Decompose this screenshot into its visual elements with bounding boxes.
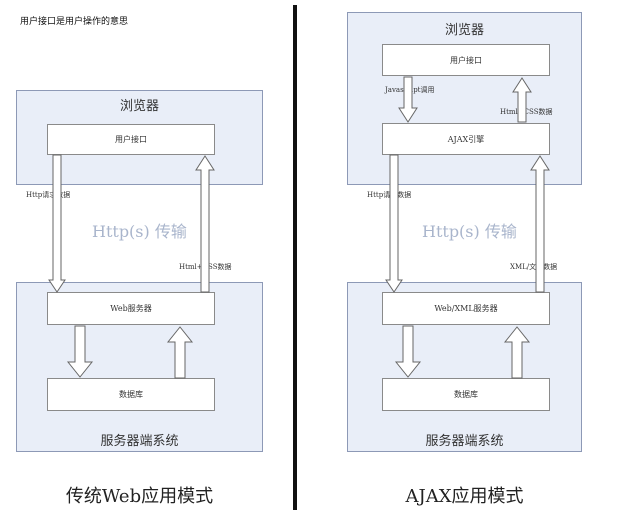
left-transport-label: Http(s) 传输 [92,222,187,241]
right-html-css-arrow [512,77,532,123]
right-database-box: 数据库 [382,378,550,411]
left-web-server-box: Web服务器 [47,292,215,325]
right-request-arrow [385,154,403,293]
right-xml-arrow [530,155,550,293]
right-ajax-engine-box: AJAX引擎 [382,123,550,155]
right-user-interface-box: 用户接口 [382,44,550,76]
right-transport-label: Http(s) 传输 [422,222,517,241]
left-request-arrow [48,154,66,293]
right-xml-label: XML/文本数据 [510,263,558,271]
left-server-system-title: 服务器端系统 [100,434,179,449]
left-browser-title: 浏览器 [119,99,159,114]
left-database-box: 数据库 [47,378,215,411]
left-response-arrow [195,155,215,293]
left-user-interface-box: 用户接口 [47,124,215,155]
right-db-to-server-arrow [503,326,531,379]
left-request-label: Http请求数据 [26,191,71,199]
left-db-to-server-arrow [166,326,194,379]
right-web-xml-server-box: Web/XML服务器 [382,292,550,325]
center-divider [293,5,297,510]
right-request-label: Http请求数据 [367,191,412,199]
left-server-to-db-arrow [66,325,94,378]
left-caption: 传统Web应用模式 [65,486,214,507]
right-server-to-db-arrow [394,325,422,378]
right-server-system-title: 服务器端系统 [425,434,504,449]
right-browser-title: 浏览器 [444,23,484,38]
right-js-call-arrow [398,76,418,123]
right-browser-region [347,12,582,185]
right-caption: AJAX应用模式 [405,486,524,507]
note-text: 用户接口是用户操作的意思 [20,17,129,27]
